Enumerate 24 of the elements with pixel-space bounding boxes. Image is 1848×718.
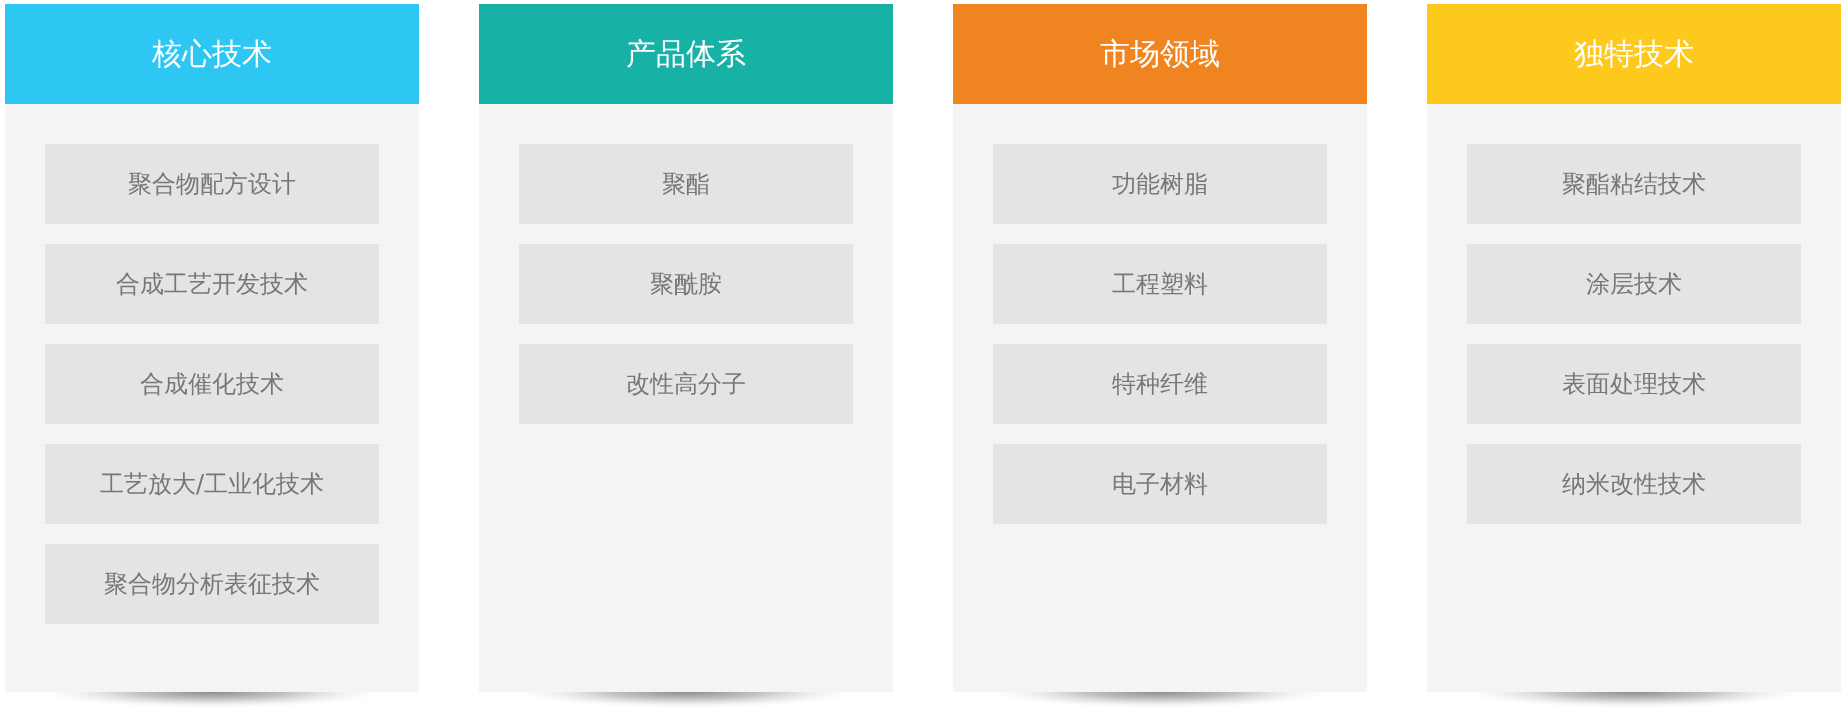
column-panel — [953, 4, 1367, 692]
item-label: 工艺放大/工业化技术 — [99, 469, 325, 500]
column-panel — [5, 4, 419, 692]
item-label: 合成工艺开发技术 — [116, 269, 308, 300]
column-header: 核心技术 — [5, 4, 419, 104]
item-label: 特种纤维 — [1112, 369, 1208, 400]
item-label: 改性高分子 — [626, 369, 746, 400]
column-panel — [479, 4, 893, 692]
column-header: 市场领域 — [953, 4, 1367, 104]
item-label: 聚酯 — [662, 169, 710, 200]
item-label: 功能树脂 — [1112, 169, 1208, 200]
item-label: 合成催化技术 — [140, 369, 284, 400]
column-panel — [1427, 4, 1841, 692]
item-label: 涂层技术 — [1586, 269, 1682, 300]
item-label: 表面处理技术 — [1562, 369, 1706, 400]
item-label: 电子材料 — [1112, 469, 1208, 500]
item-label: 聚酯粘结技术 — [1562, 169, 1706, 200]
column-header: 独特技术 — [1427, 4, 1841, 104]
column-header: 产品体系 — [479, 4, 893, 104]
item-label: 工程塑料 — [1112, 269, 1208, 300]
item-label: 纳米改性技术 — [1562, 469, 1706, 500]
item-label: 聚酰胺 — [650, 269, 722, 300]
item-label: 聚合物分析表征技术 — [104, 569, 320, 600]
item-label: 聚合物配方设计 — [128, 169, 296, 200]
